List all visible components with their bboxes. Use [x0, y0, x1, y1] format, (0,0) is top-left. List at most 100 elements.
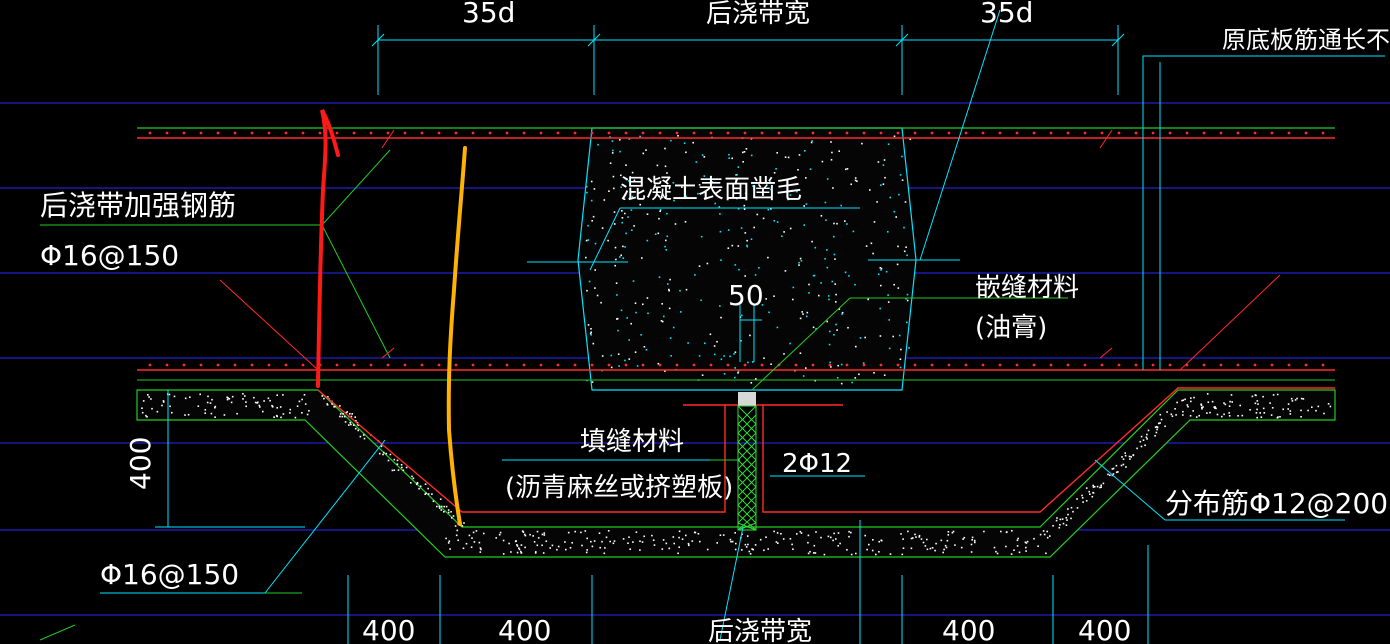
concrete-speck	[614, 264, 616, 267]
concrete-speck	[569, 547, 572, 549]
rebar-dot	[981, 363, 985, 367]
rebar-dot	[726, 363, 730, 367]
concrete-speck	[590, 540, 592, 543]
concrete-speck	[789, 227, 792, 230]
rebar-dot	[913, 131, 917, 135]
concrete-speck	[688, 544, 690, 547]
concrete-speck	[1317, 405, 1320, 408]
concrete-speck	[633, 179, 636, 182]
rebar-dot	[760, 363, 764, 367]
rebar-dot	[1066, 131, 1070, 135]
concrete-speck	[798, 261, 800, 264]
concrete-speck	[837, 532, 840, 534]
concrete-speck	[892, 335, 894, 338]
concrete-speck	[1140, 435, 1143, 438]
concrete-speck	[348, 424, 350, 426]
concrete-speck	[620, 186, 622, 188]
concrete-speck	[831, 280, 834, 283]
concrete-speck	[1176, 401, 1178, 404]
concrete-speck	[1107, 473, 1109, 476]
concrete-speck	[770, 208, 772, 210]
concrete-speck	[693, 531, 696, 534]
concrete-speck	[613, 187, 615, 190]
concrete-speck	[1056, 517, 1058, 519]
rebar-dot	[692, 363, 696, 367]
concrete-speck	[1215, 407, 1217, 410]
concrete-speck	[680, 311, 682, 313]
concrete-speck	[838, 150, 840, 152]
concrete-speck	[245, 401, 247, 403]
concrete-speck	[970, 551, 973, 553]
concrete-speck	[610, 366, 613, 369]
concrete-speck	[769, 180, 771, 183]
concrete-speck	[1170, 413, 1173, 416]
concrete-speck	[993, 546, 996, 549]
concrete-speck	[752, 548, 754, 551]
rebar-dot	[811, 131, 815, 135]
concrete-speck	[742, 161, 744, 163]
concrete-speck	[727, 229, 730, 231]
concrete-speck	[304, 403, 307, 405]
concrete-speck	[1052, 525, 1054, 527]
label-caulk-title: 嵌缝材料	[975, 273, 1079, 303]
concrete-speck	[1085, 487, 1088, 489]
concrete-speck	[664, 147, 666, 150]
concrete-speck	[974, 541, 976, 544]
concrete-speck	[776, 532, 779, 534]
concrete-speck	[646, 239, 649, 242]
rebar-dot	[1100, 363, 1104, 367]
concrete-speck	[1228, 405, 1231, 407]
rebar-dot	[760, 131, 764, 135]
concrete-speck	[1255, 412, 1258, 414]
concrete-speck	[228, 398, 231, 400]
concrete-speck	[744, 275, 746, 277]
rebar-dot	[1236, 363, 1240, 367]
concrete-speck	[436, 505, 438, 508]
concrete-speck	[1159, 413, 1162, 416]
rebar-dot	[743, 363, 747, 367]
concrete-speck	[346, 411, 348, 413]
concrete-speck	[718, 206, 721, 208]
concrete-speck	[809, 168, 812, 170]
concrete-speck	[775, 541, 778, 543]
concrete-speck	[383, 451, 385, 454]
concrete-speck	[587, 224, 589, 227]
concrete-speck	[425, 492, 427, 495]
concrete-speck	[889, 553, 892, 555]
rebar-dot	[199, 131, 203, 135]
concrete-speck	[267, 397, 270, 400]
hatch-line	[737, 522, 757, 531]
concrete-speck	[607, 239, 609, 242]
concrete-speck	[1139, 440, 1142, 443]
concrete-speck	[1076, 507, 1079, 509]
rebar-dot	[1117, 131, 1121, 135]
concrete-speck	[736, 197, 738, 200]
concrete-speck	[812, 326, 815, 329]
concrete-speck	[869, 189, 871, 191]
concrete-speck	[609, 540, 611, 543]
concrete-speck	[214, 406, 216, 409]
rebar-dot	[369, 131, 373, 135]
concrete-speck	[812, 275, 815, 277]
concrete-speck	[1156, 426, 1159, 429]
concrete-speck	[171, 411, 173, 414]
concrete-speck	[829, 330, 831, 333]
concrete-speck	[746, 535, 749, 537]
concrete-speck	[543, 532, 546, 534]
concrete-speck	[1190, 400, 1192, 403]
concrete-speck	[242, 393, 244, 395]
concrete-speck	[339, 405, 341, 407]
concrete-speck	[1323, 412, 1325, 415]
rebar-dot	[828, 363, 832, 367]
concrete-speck	[656, 164, 659, 167]
concrete-speck	[1124, 454, 1127, 457]
rebar-dot	[386, 363, 390, 367]
concrete-speck	[593, 540, 596, 542]
concrete-speck	[236, 412, 238, 415]
pour-strip-concrete	[577, 127, 917, 391]
concrete-speck	[1214, 406, 1216, 408]
concrete-speck	[1059, 518, 1062, 521]
hatch-line	[737, 432, 757, 452]
concrete-speck	[385, 452, 388, 455]
concrete-speck	[612, 175, 615, 178]
